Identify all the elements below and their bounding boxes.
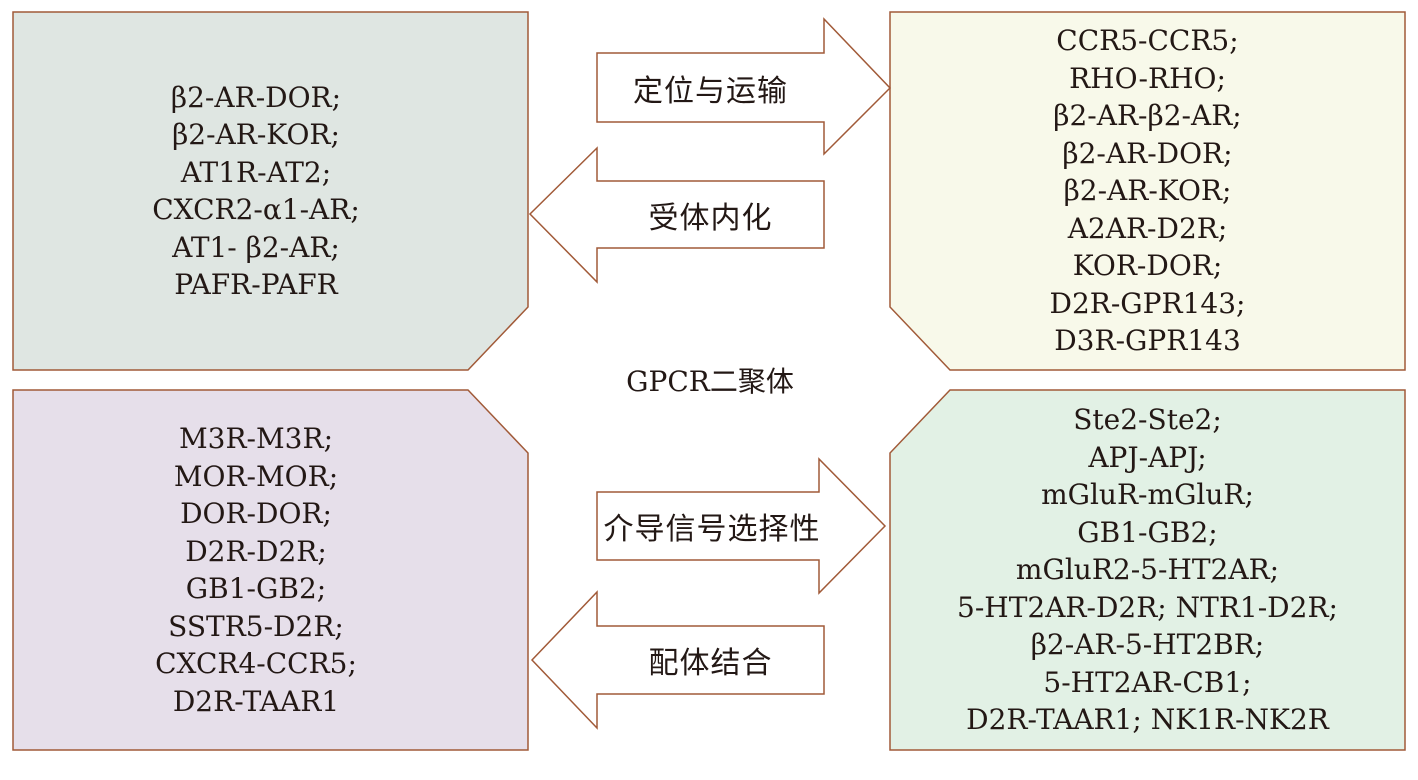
dimer-item: 5-HT2AR-D2R; NTR1-D2R; xyxy=(957,590,1338,624)
dimer-item: GB1-GB2; xyxy=(1077,515,1218,549)
dimer-item: D3R-GPR143 xyxy=(1054,324,1241,358)
dimer-item: β2-AR-KOR; xyxy=(1063,174,1232,208)
top-right-box xyxy=(889,11,1406,371)
dimer-item: AT1R-AT2; xyxy=(180,155,332,189)
dimer-item: D2R-TAAR1 xyxy=(172,684,340,718)
dimer-item: D2R-GPR143; xyxy=(1049,286,1246,320)
dimer-item: D2R-D2R; xyxy=(185,534,327,568)
dimer-item: β2-AR-β2-AR; xyxy=(1053,99,1242,133)
dimer-item: 5-HT2AR-CB1; xyxy=(1043,665,1252,699)
signaling-label: 介导信号选择性 xyxy=(603,512,821,547)
top-left-box-text: β2-AR-DOR; β2-AR-KOR; AT1R-AT2; CXCR2-α1-AR… xyxy=(13,12,499,370)
dimer-item: D2R-TAAR1; NK1R-NK2R xyxy=(966,703,1329,737)
signaling-arrow xyxy=(596,457,887,595)
dimer-item: CXCR4-CCR5; xyxy=(155,647,357,680)
dimer-item: β2-AR-5-HT2BR; xyxy=(1030,628,1265,662)
dimer-item: KOR-DOR; xyxy=(1072,249,1223,283)
top-left-box xyxy=(12,11,529,371)
dimer-item: DOR-DOR; xyxy=(180,497,332,530)
dimer-item: mGluR2-5-HT2AR; xyxy=(1015,553,1280,587)
localization-label: 定位与运输 xyxy=(633,73,788,109)
localization-arrow xyxy=(596,17,892,156)
dimer-item: SSTR5-D2R; xyxy=(168,609,344,643)
dimer-item: Ste2-Ste2; xyxy=(1073,403,1222,437)
internalization-label: 受体内化 xyxy=(648,200,773,236)
ligand-arrow xyxy=(530,590,825,730)
dimer-item: AT1- β2-AR; xyxy=(172,230,340,264)
dimer-item: CXCR2-α1-AR; xyxy=(152,193,360,226)
dimer-item: MOR-MOR; xyxy=(173,459,339,493)
dimer-item: CCR5-CCR5; xyxy=(1056,24,1239,58)
top-right-box-text: CCR5-CCR5;RHO-RHO; β2-AR-β2-AR;β2-AR-DOR;… xyxy=(890,12,1405,370)
dimer-item: M3R-M3R; xyxy=(178,422,334,455)
dimer-item: β2-AR-DOR; xyxy=(1062,136,1233,170)
internalization-arrow xyxy=(528,146,825,284)
dimer-item: A2AR-D2R; xyxy=(1067,211,1228,245)
dimer-item: RHO-RHO; xyxy=(1069,61,1226,95)
dimer-item: GB1-GB2; xyxy=(185,572,327,605)
dimer-item: β2-AR-KOR; xyxy=(172,118,340,151)
bottom-left-box xyxy=(12,389,529,751)
bottom-right-box xyxy=(889,389,1406,751)
center-title: GPCR二聚体 xyxy=(626,365,794,398)
bottom-right-box-text: Ste2-Ste2;APJ-APJ; mGluR-mGluR;GB1-GB2; mG… xyxy=(890,390,1405,750)
ligand-label: 配体结合 xyxy=(648,646,773,681)
dimer-item: β2-AR-DOR; xyxy=(170,80,342,114)
dimer-item: PAFR-PAFR xyxy=(174,268,338,301)
dimer-item: mGluR-mGluR; xyxy=(1041,478,1254,512)
dimer-item: APJ-APJ; xyxy=(1088,440,1207,474)
bottom-left-box-text: M3R-M3R; MOR-MOR; DOR-DOR; D2R-D2R; GB1-GB2;… xyxy=(13,390,499,750)
